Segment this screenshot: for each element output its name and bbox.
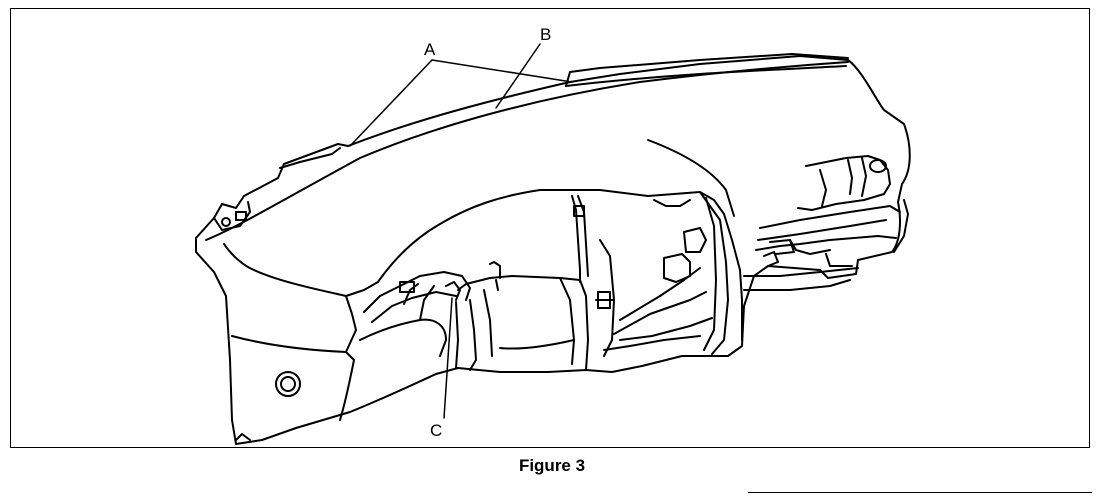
figure-frame	[10, 8, 1090, 448]
glove-box-vent	[797, 155, 891, 211]
callout-label-a: A	[424, 40, 436, 59]
steering-column-opening	[345, 189, 743, 341]
figure-caption: Figure 3	[518, 456, 586, 475]
knee-panel-hole	[275, 371, 301, 397]
instrument-panel-outline	[195, 55, 911, 445]
bottom-rule	[748, 492, 1092, 493]
callout-label-c: C	[430, 421, 442, 440]
leader-lines	[349, 43, 573, 419]
callout-label-b: B	[540, 25, 551, 44]
